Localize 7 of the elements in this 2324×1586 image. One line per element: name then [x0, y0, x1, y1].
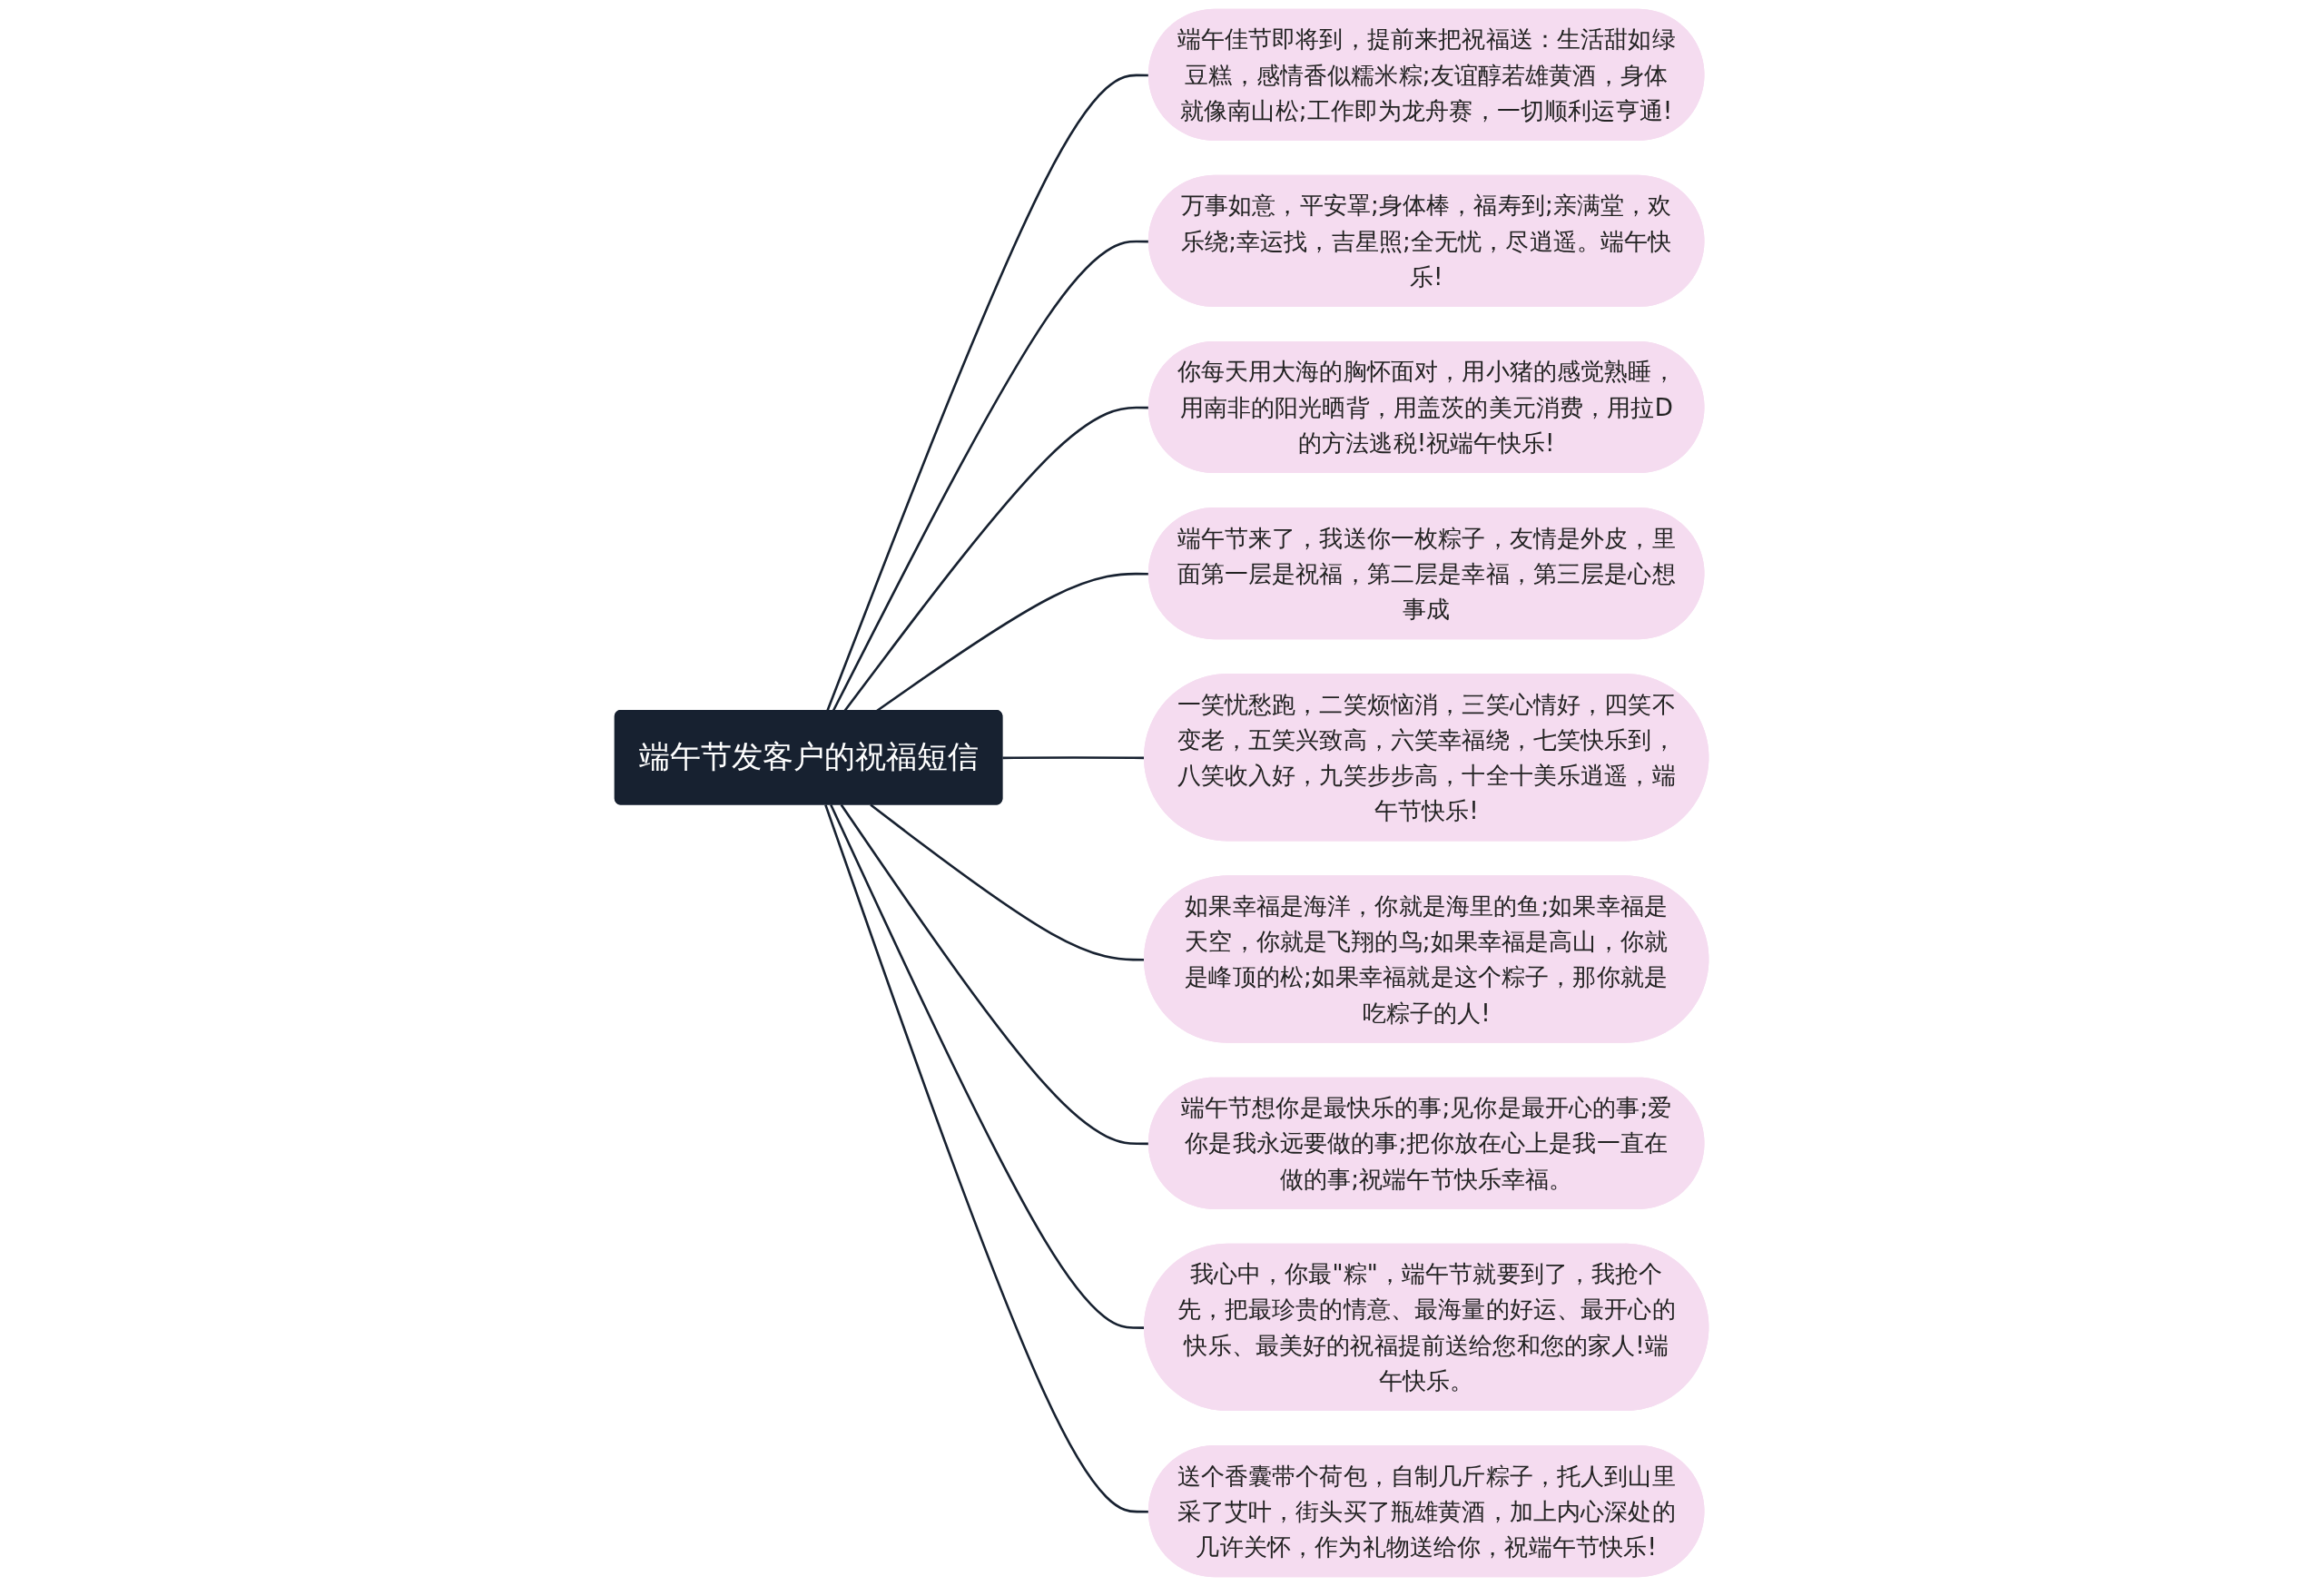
connector: [1002, 756, 1146, 760]
connector: [832, 240, 1150, 712]
connector: [824, 804, 1150, 1513]
connector: [826, 74, 1150, 712]
connector: [841, 803, 1150, 1146]
connector: [830, 804, 1146, 1329]
connector: [870, 803, 1146, 961]
